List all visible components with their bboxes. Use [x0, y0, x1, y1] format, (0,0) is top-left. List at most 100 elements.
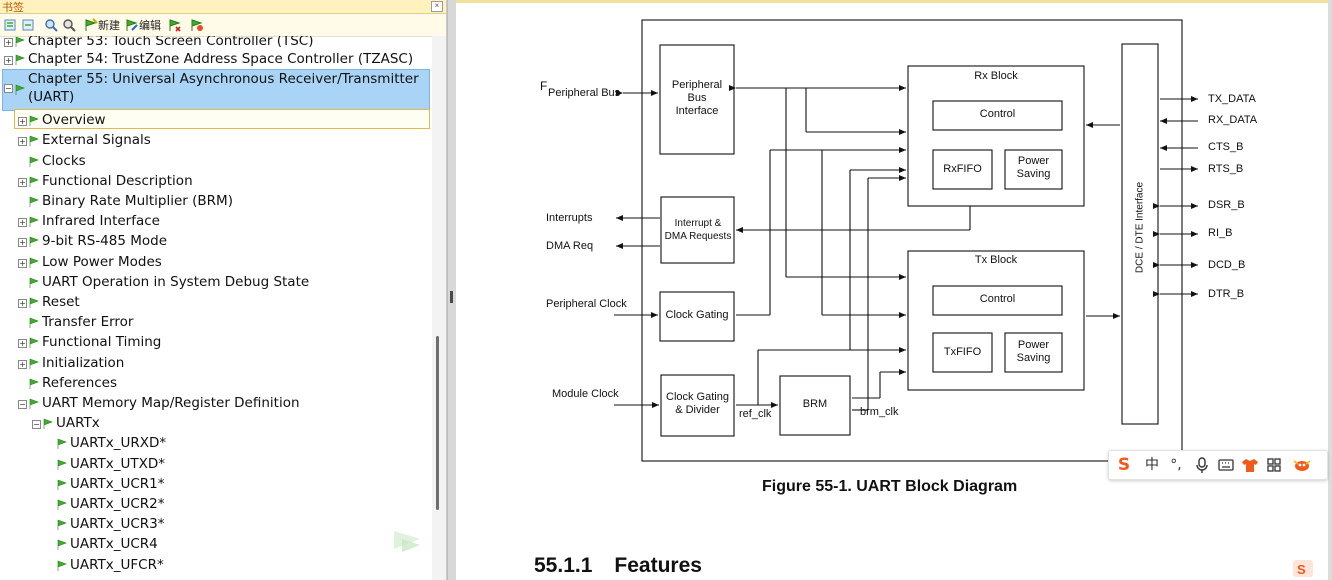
- ime-language-toggle[interactable]: 中: [1145, 457, 1159, 473]
- bookmark-label-line2: (UART): [28, 89, 75, 106]
- bookmark-label: UARTx_UCR2*: [70, 496, 165, 512]
- cgd-label-line2: & Divider: [675, 404, 720, 416]
- rx-control-label: Control: [979, 108, 1016, 120]
- rxfifo-label: RxFIFO: [943, 163, 982, 175]
- bookmark-flag-icon: [28, 398, 40, 410]
- expand-toggle-icon[interactable]: +: [4, 56, 13, 65]
- scrollbar-thumb[interactable]: [436, 336, 439, 510]
- zoom-out-button[interactable]: [62, 18, 76, 32]
- bookmark-label: Low Power Modes: [42, 253, 162, 270]
- expand-toggle-icon[interactable]: +: [18, 299, 27, 308]
- close-panel-button[interactable]: ×: [431, 1, 443, 12]
- new-bookmark-icon: [85, 18, 98, 31]
- expand-toggle-icon[interactable]: +: [18, 218, 27, 228]
- bookmark-item[interactable]: UART Operation in System Debug State: [0, 273, 430, 293]
- bookmark-label: Clocks: [42, 152, 86, 169]
- bookmark-label: UARTx: [56, 415, 100, 432]
- signal-label: DTR_B: [1208, 288, 1245, 300]
- bookmark-item[interactable]: Clocks: [0, 152, 430, 172]
- delete-bookmark-button[interactable]: [168, 18, 182, 32]
- bookmark-item[interactable]: +9-bit RS-485 Mode: [0, 232, 430, 252]
- bookmark-item[interactable]: +Chapter 54: TrustZone Address Space Con…: [0, 50, 430, 70]
- bookmark-flag-icon: [28, 115, 40, 127]
- bookmark-item[interactable]: UARTx_UCR1*: [0, 475, 430, 495]
- bookmark-item[interactable]: UARTx_UTXD*: [0, 455, 430, 475]
- expand-toggle-icon[interactable]: +: [18, 359, 27, 369]
- collapse-toggle-icon[interactable]: −: [4, 84, 13, 94]
- bookmark-label: Initialization: [42, 354, 125, 371]
- bookmark-item[interactable]: − UARTx: [0, 414, 430, 434]
- bookmark-item[interactable]: +Overview: [0, 111, 430, 131]
- bookmark-flag-icon: [14, 54, 26, 66]
- expand-toggle-icon[interactable]: +: [18, 137, 27, 147]
- bookmark-flag-icon: [56, 459, 68, 471]
- microphone-icon[interactable]: [1193, 455, 1211, 475]
- new-bookmark-button[interactable]: 新建: [84, 18, 120, 32]
- bookmark-item[interactable]: UARTx_UCR3*: [0, 515, 430, 535]
- ime-punctuation-toggle[interactable]: °,: [1170, 457, 1182, 473]
- bookmark-properties-button[interactable]: [190, 18, 204, 32]
- bookmark-item[interactable]: +Reset: [0, 293, 430, 313]
- keyboard-icon[interactable]: [1217, 455, 1235, 475]
- bookmarks-scrollbar[interactable]: [432, 36, 446, 580]
- collapse-toggle-icon[interactable]: −: [18, 400, 27, 409]
- bookmark-item[interactable]: − UART Memory Map/Register Definition: [0, 394, 430, 414]
- expand-toggle-icon[interactable]: +: [18, 117, 27, 127]
- edit-bookmark-icon: [126, 19, 138, 31]
- bookmark-item[interactable]: References: [0, 374, 430, 394]
- edit-bookmark-button[interactable]: 编辑: [125, 18, 161, 32]
- splitter-grip-icon[interactable]: [450, 291, 453, 303]
- cgd-label-line1: Clock Gating: [666, 391, 729, 403]
- mascot-icon[interactable]: [1291, 455, 1313, 475]
- bookmark-flag-icon: [14, 84, 26, 96]
- sogou-corner-icon[interactable]: S: [1292, 559, 1314, 578]
- edit-bookmark-label: 编辑: [139, 19, 161, 32]
- bookmark-flag-icon: [42, 418, 54, 430]
- tx-ps-line2: Saving: [1016, 352, 1051, 364]
- bookmark-item[interactable]: + Initialization: [0, 354, 430, 374]
- bookmark-item[interactable]: UARTx_URXD*: [0, 434, 430, 454]
- bookmark-item[interactable]: + Chapter 53: Touch Screen Controller (TS…: [0, 36, 430, 52]
- bookmark-label: Chapter 53: Touch Screen Controller (TSC…: [28, 36, 314, 49]
- bookmark-item[interactable]: + Low Power Modes: [0, 253, 430, 273]
- bookmark-item[interactable]: −Chapter 55: Universal Asynchronous Rece…: [0, 70, 430, 110]
- signal-label: DSR_B: [1208, 199, 1245, 211]
- expand-all-icon: [4, 19, 16, 31]
- bookmark-label: UART Memory Map/Register Definition: [42, 395, 300, 411]
- pbi-label-line3: Interface: [675, 105, 719, 117]
- zoom-out-icon: [63, 19, 76, 32]
- ime-logo-icon[interactable]: S: [1117, 455, 1131, 475]
- collapse-all-button[interactable]: [22, 18, 36, 32]
- bookmark-item[interactable]: UARTx_UFCR*: [0, 556, 430, 576]
- bookmark-item[interactable]: UARTx_UCR2*: [0, 495, 430, 515]
- zoom-in-button[interactable]: [44, 18, 58, 32]
- expand-toggle-icon[interactable]: +: [4, 38, 13, 47]
- skin-shirt-icon[interactable]: [1241, 455, 1259, 475]
- expand-all-button[interactable]: [4, 18, 18, 32]
- signal-label: RI_B: [1208, 227, 1233, 239]
- bookmark-item[interactable]: +Functional Timing: [0, 333, 430, 353]
- bookmark-label: UARTx_UCR3*: [70, 516, 165, 533]
- expand-toggle-icon[interactable]: +: [18, 258, 27, 268]
- collapse-toggle-icon[interactable]: −: [32, 420, 41, 430]
- clock-gating-label: Clock Gating: [665, 309, 729, 321]
- expand-toggle-icon[interactable]: +: [18, 177, 27, 187]
- bookmark-item[interactable]: +External Signals: [0, 131, 430, 151]
- expand-toggle-icon[interactable]: +: [18, 238, 27, 248]
- bookmark-item[interactable]: +Infrared Interface: [0, 212, 430, 232]
- bookmark-item[interactable]: UARTx_UCR4: [0, 535, 430, 555]
- bookmark-item[interactable]: Transfer Error: [0, 313, 430, 333]
- bookmark-flag-icon: [56, 519, 68, 531]
- bookmark-item[interactable]: Binary Rate Multiplier (BRM): [0, 192, 430, 212]
- bookmark-label: UARTx_UCR1*: [70, 475, 165, 492]
- expand-toggle-icon[interactable]: +: [18, 339, 27, 349]
- toolbox-grid-icon[interactable]: [1265, 455, 1283, 475]
- bookmark-item[interactable]: +Functional Description: [0, 172, 430, 192]
- ime-toolbar: S 中 °,: [1108, 450, 1328, 480]
- bookmark-flag-icon: [28, 378, 40, 390]
- bookmark-properties-icon: [191, 19, 203, 31]
- bookmark-flag-icon: [56, 539, 68, 551]
- figure-caption: Figure 55-1. UART Block Diagram: [762, 478, 1018, 495]
- bookmark-flag-icon: [56, 499, 68, 511]
- label-interrupts: Interrupts: [546, 212, 593, 224]
